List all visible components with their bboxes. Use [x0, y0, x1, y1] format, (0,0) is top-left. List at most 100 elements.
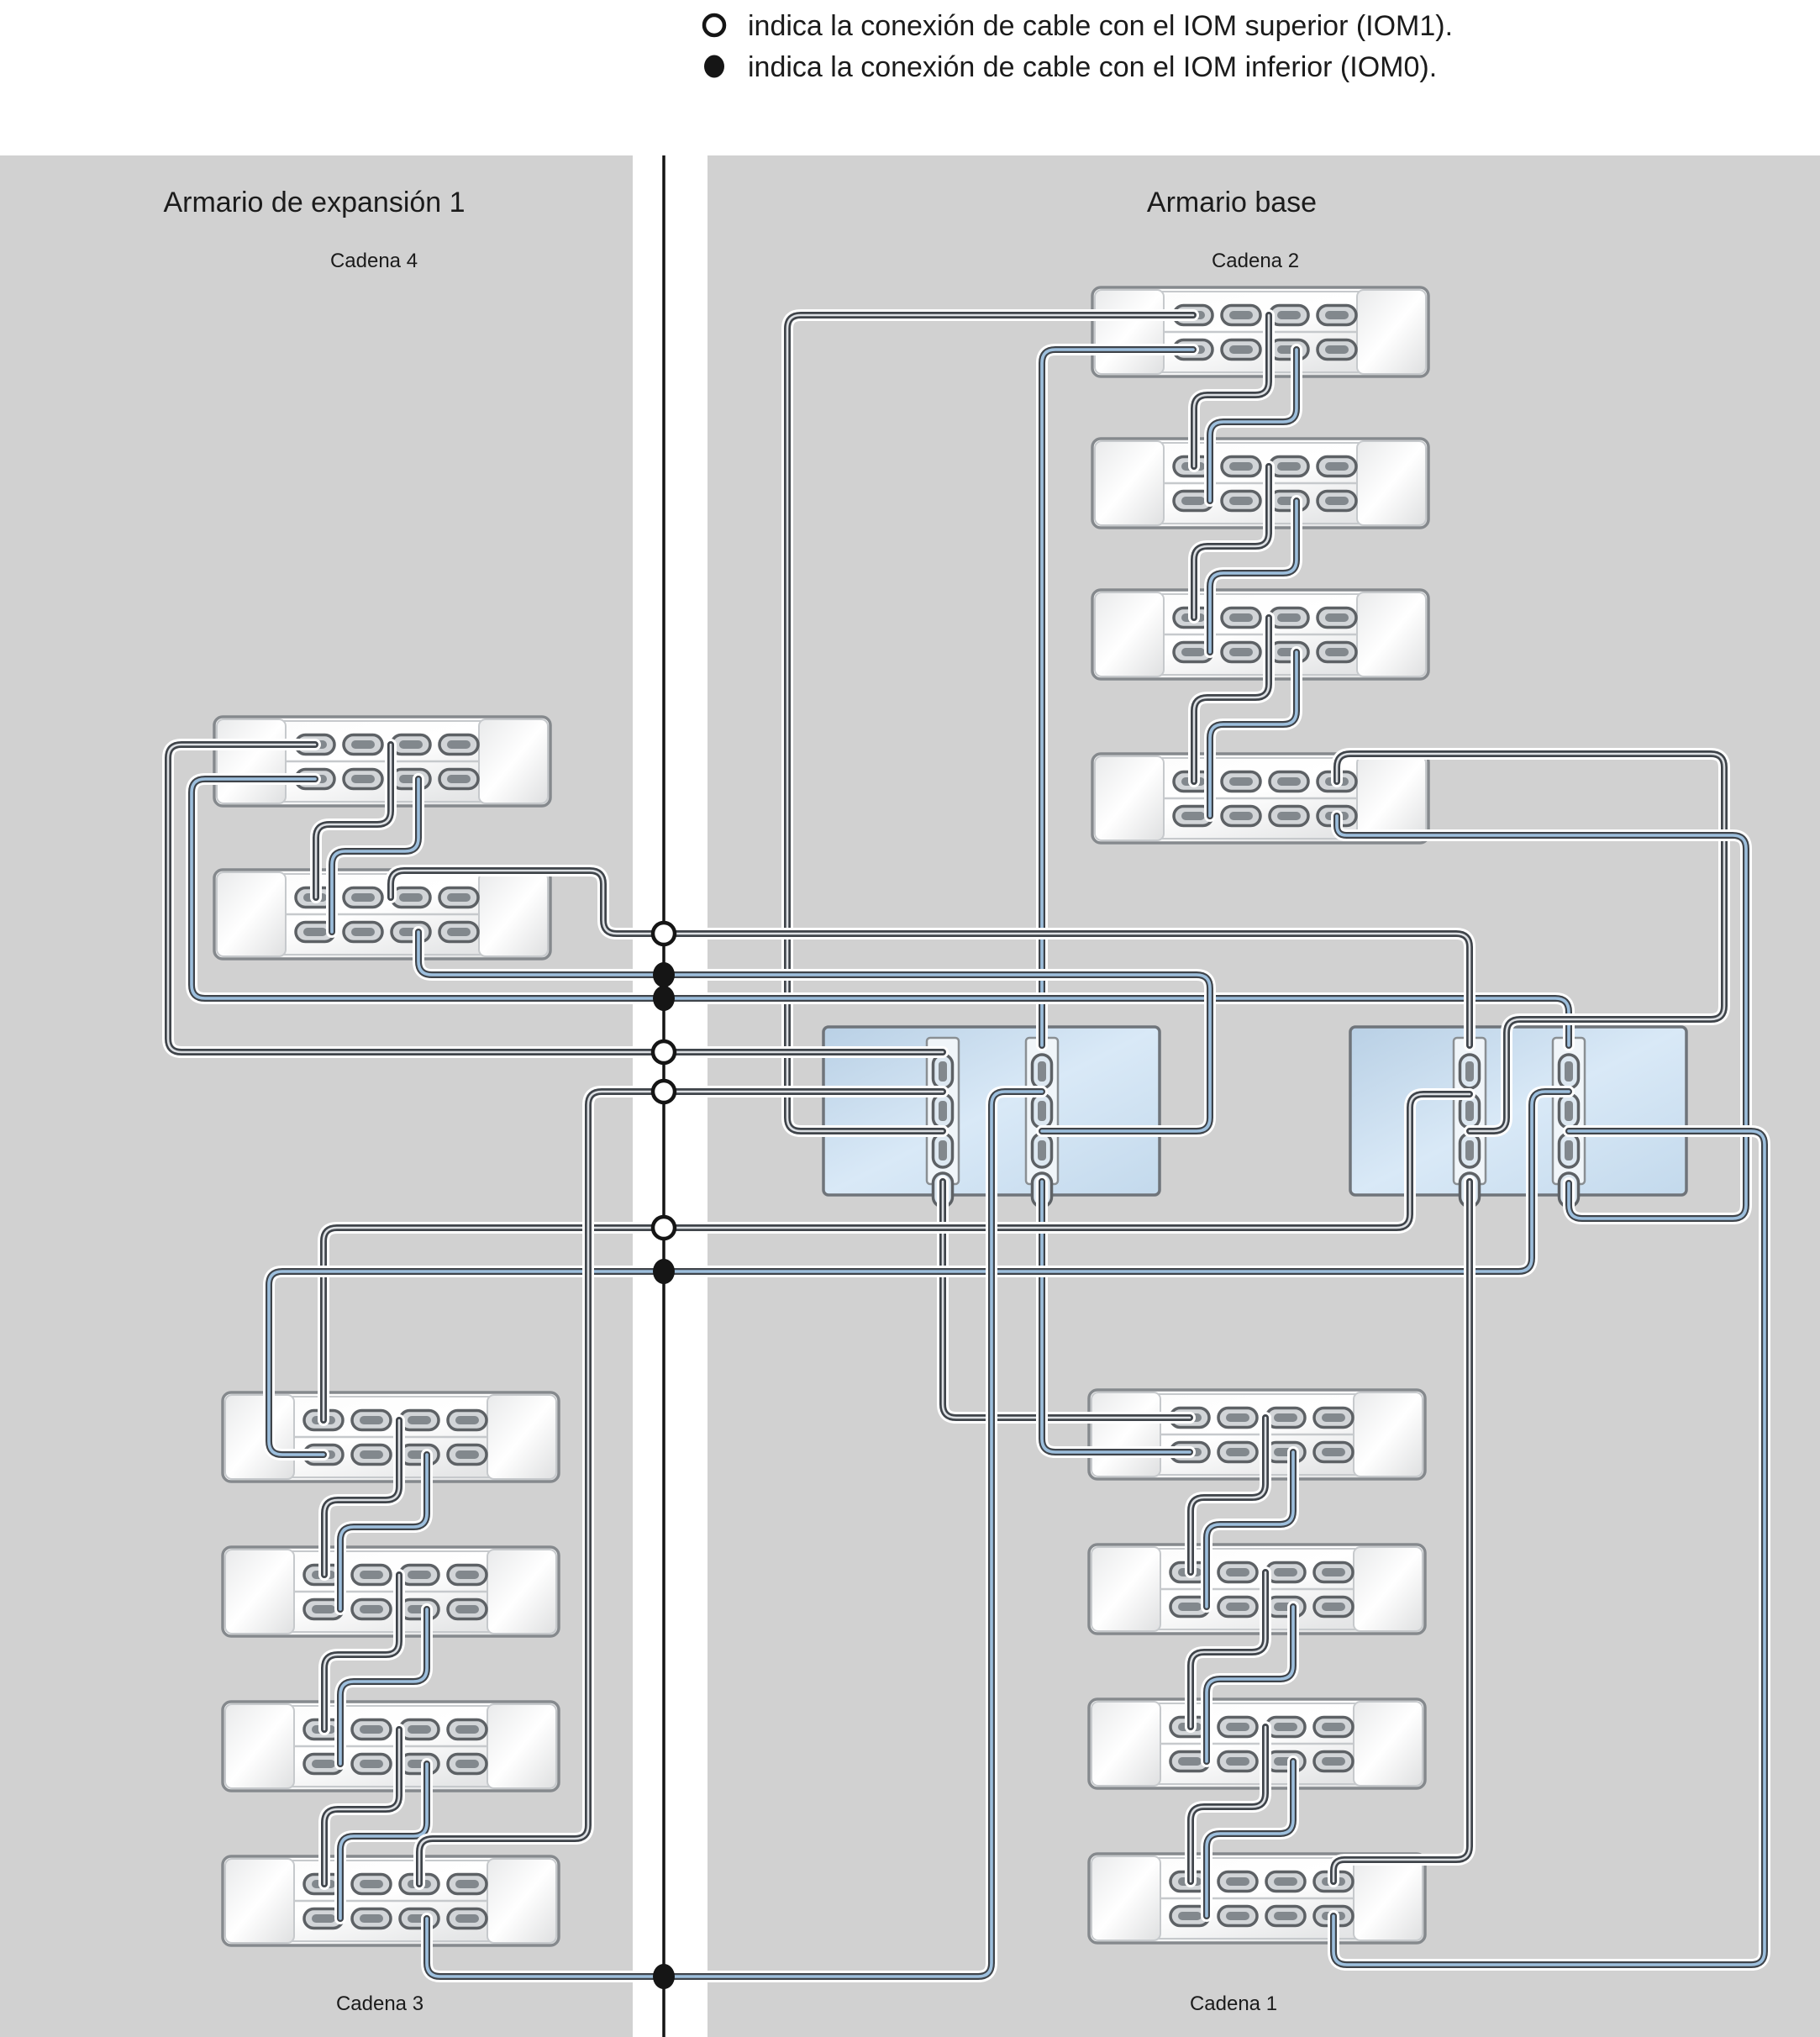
- shelf-right-endcap: [1353, 1392, 1423, 1477]
- port-slot-icon: [1229, 462, 1253, 471]
- port-slot-icon: [1274, 1723, 1297, 1731]
- port-slot-icon: [1226, 1448, 1249, 1456]
- port-slot-icon: [1229, 648, 1253, 656]
- port-slot-icon: [1226, 1723, 1249, 1731]
- port-slot-icon: [1226, 1877, 1249, 1886]
- cable-iom0: [1036, 344, 1199, 1051]
- port-slot-icon: [447, 740, 471, 749]
- cable-iom1: [1185, 1721, 1271, 1887]
- shelf-left-endcap: [1094, 289, 1165, 375]
- port-slot-icon: [1277, 311, 1301, 319]
- port-slot-icon: [1178, 1912, 1202, 1920]
- cable-core: [1205, 1760, 1295, 1918]
- cable-iom1: [413, 1086, 949, 1890]
- port-slot-icon: [312, 1760, 335, 1768]
- disk-shelf: [1091, 752, 1430, 845]
- port-slot-icon: [1325, 462, 1349, 471]
- port-slot-icon: [1274, 1877, 1297, 1886]
- port-slot-icon: [1226, 1568, 1249, 1576]
- port-slot-icon: [312, 1605, 335, 1613]
- shelf-left-endcap: [1091, 1546, 1161, 1632]
- port-slot-icon: [1274, 1413, 1297, 1422]
- disk-shelf: [1091, 588, 1430, 681]
- cable-iom1: [1188, 461, 1275, 624]
- disk-shelf: [213, 715, 552, 808]
- iom0-connection-dot: [653, 962, 675, 987]
- cable-iom1: [318, 1088, 1475, 1426]
- shelf-right-endcap: [1356, 289, 1427, 375]
- port-slot-icon: [1322, 1413, 1345, 1422]
- cable-iom0: [413, 926, 1216, 1137]
- shelf-left-endcap: [1091, 1701, 1161, 1787]
- port-slot-icon: [1229, 613, 1253, 622]
- cable-core: [166, 743, 944, 1054]
- legend: indica la conexión de cable con el IOM s…: [702, 10, 1453, 83]
- port-slot-icon: [351, 740, 375, 749]
- port-slot-icon: [455, 1880, 479, 1888]
- port-slot-icon: [1322, 1448, 1345, 1456]
- port-slot-icon: [1325, 648, 1349, 656]
- cable-core: [1205, 1450, 1295, 1608]
- legend-iom1-text: indica la conexión de cable con el IOM s…: [748, 10, 1453, 42]
- port-slot-icon: [1226, 1413, 1249, 1422]
- cable-core: [322, 1092, 1471, 1422]
- disk-shelf: [221, 1855, 560, 1947]
- port-slot-icon: [351, 928, 375, 936]
- cable-iom0: [1201, 1601, 1299, 1767]
- cable-core: [417, 930, 1212, 1133]
- cable-iom1: [1185, 1412, 1271, 1578]
- port-slot-icon: [1277, 812, 1301, 820]
- cable-core: [314, 743, 392, 899]
- port-slot-icon: [1038, 1061, 1046, 1082]
- cable-iom0: [1201, 1755, 1299, 1922]
- shelf-right-endcap: [478, 871, 549, 957]
- shelf-left-endcap: [224, 1394, 295, 1480]
- shelf-left-endcap: [1094, 755, 1165, 841]
- shelf-left-endcap: [224, 1549, 295, 1634]
- port-slot-icon: [1229, 812, 1253, 820]
- port-slot-icon: [939, 1061, 947, 1082]
- port-slot-icon: [408, 1571, 431, 1579]
- iom0-connection-dot: [653, 986, 675, 1011]
- port-slot-icon: [1181, 497, 1205, 505]
- iom1-open-marker-icon: [702, 13, 727, 38]
- port-slot-icon: [399, 740, 423, 749]
- cable-iom1: [162, 739, 949, 1058]
- port-slot-icon: [1325, 345, 1349, 354]
- cable-iom0: [1036, 1176, 1196, 1458]
- base-rack-title: Armario base: [1147, 187, 1317, 218]
- port-slot-icon: [408, 1416, 431, 1424]
- cable-core: [190, 777, 1570, 1047]
- port-slot-icon: [1277, 462, 1301, 471]
- cable-core: [1189, 1416, 1267, 1574]
- cable-core: [1335, 814, 1748, 1220]
- port-slot-icon: [939, 1140, 947, 1161]
- port-slot-icon: [939, 1101, 947, 1121]
- port-slot-icon: [360, 1725, 383, 1734]
- disk-shelf: [1087, 1388, 1427, 1481]
- port-slot-icon: [1322, 1723, 1345, 1731]
- port-slot-icon: [1038, 1101, 1046, 1121]
- shelf-right-endcap: [1356, 592, 1427, 677]
- cable-core: [339, 1762, 429, 1920]
- port-slot-icon: [1229, 345, 1253, 354]
- legend-iom0-text: indica la conexión de cable con el IOM i…: [748, 51, 1437, 83]
- chain-3-label: Cadena 3: [336, 1992, 423, 2015]
- cable-core: [323, 1419, 401, 1576]
- port-slot-icon: [1322, 1568, 1345, 1576]
- controller-chassis: [1349, 1025, 1688, 1197]
- port-slot-icon: [360, 1760, 383, 1768]
- shelf-right-endcap: [1353, 1855, 1423, 1941]
- port-slot-icon: [1465, 1101, 1474, 1121]
- cable-core: [389, 869, 1471, 1047]
- cable-iom0: [1201, 1446, 1299, 1613]
- port-slot-icon: [1229, 311, 1253, 319]
- chain-2-label: Cadena 2: [1212, 250, 1299, 272]
- cable-iom0: [334, 1449, 433, 1615]
- port-slot-icon: [1181, 812, 1205, 820]
- port-slot-icon: [360, 1605, 383, 1613]
- port-slot-icon: [1229, 777, 1253, 786]
- shelf-right-endcap: [1353, 1701, 1423, 1787]
